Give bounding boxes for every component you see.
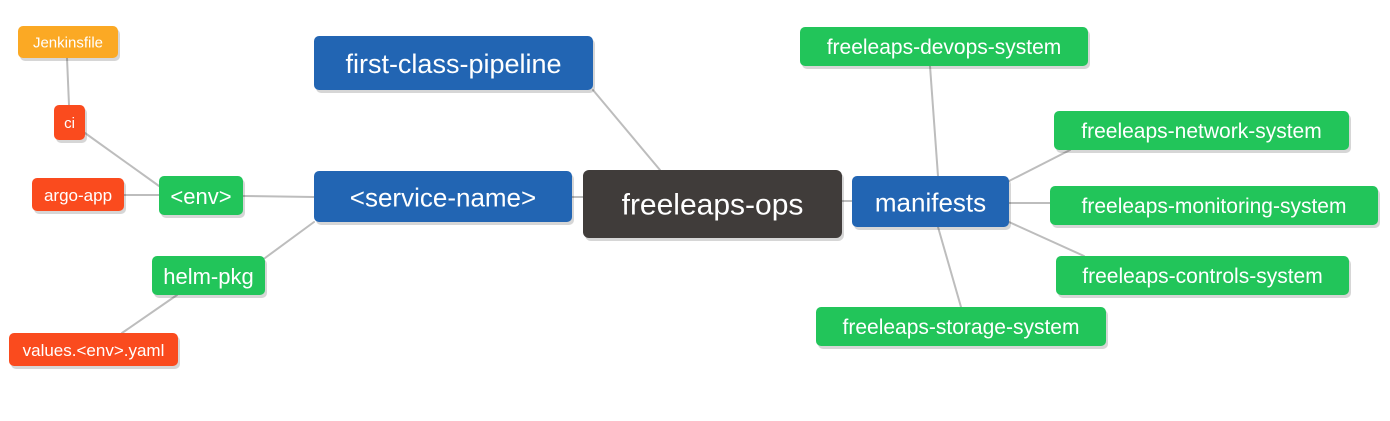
edge-manifests-devops (929, 65, 939, 177)
node-box-values-env-yaml[interactable] (9, 333, 178, 366)
node-box-jenkinsfile[interactable] (18, 26, 118, 58)
node-label-freeleaps-controls-system: freeleaps-controls-system (1082, 265, 1322, 288)
node-layer: freeleaps-ops first-class-pipeline <servic… (9, 26, 1380, 369)
node-label-env: <env> (170, 184, 231, 209)
node-freeleaps-controls-system[interactable]: freeleaps-controls-system (1056, 256, 1351, 298)
node-ci[interactable]: ci (54, 105, 87, 143)
node-first-class-pipeline[interactable]: first-class-pipeline (314, 36, 595, 93)
edge-ci-jenkins (66, 57, 70, 106)
node-box-freeleaps-controls-system[interactable] (1056, 256, 1349, 295)
node-box-ci[interactable] (54, 105, 85, 140)
node-manifests[interactable]: manifests (852, 176, 1011, 230)
node-freeleaps-monitoring-system[interactable]: freeleaps-monitoring-system (1050, 186, 1380, 228)
edge-env-ci (84, 132, 160, 187)
node-box-manifests[interactable] (852, 176, 1009, 227)
node-label-freeleaps-ops: freeleaps-ops (622, 189, 804, 222)
node-box-freeleaps-ops[interactable] (583, 170, 842, 238)
node-jenkinsfile[interactable]: Jenkinsfile (18, 26, 120, 61)
node-box-freeleaps-monitoring-system[interactable] (1050, 186, 1378, 225)
edge-service-helm (264, 221, 315, 259)
node-label-freeleaps-network-system: freeleaps-network-system (1081, 120, 1321, 143)
edge-layer (66, 57, 1085, 334)
node-label-first-class-pipeline: first-class-pipeline (345, 49, 561, 79)
node-label-jenkinsfile: Jenkinsfile (33, 35, 103, 52)
edge-helm-values (121, 294, 178, 334)
edge-manifests-storage (937, 226, 962, 308)
node-values-env-yaml[interactable]: values.<env>.yaml (9, 333, 180, 369)
node-label-values-env-yaml: values.<env>.yaml (23, 341, 165, 360)
node-box-freeleaps-network-system[interactable] (1054, 111, 1349, 150)
node-helm-pkg[interactable]: helm-pkg (152, 256, 267, 298)
edge-service-env (242, 195, 315, 198)
node-label-freeleaps-devops-system: freeleaps-devops-system (827, 36, 1062, 59)
node-label-manifests: manifests (875, 188, 986, 218)
node-freeleaps-ops[interactable]: freeleaps-ops (583, 170, 844, 241)
node-label-freeleaps-monitoring-system: freeleaps-monitoring-system (1082, 195, 1347, 218)
node-freeleaps-storage-system[interactable]: freeleaps-storage-system (816, 307, 1108, 349)
node-service-name[interactable]: <service-name> (314, 171, 574, 225)
node-box-freeleaps-devops-system[interactable] (800, 27, 1088, 66)
edge-manifests-controls (1008, 221, 1085, 257)
node-box-env[interactable] (159, 176, 243, 215)
node-box-argo-app[interactable] (32, 178, 124, 211)
node-label-argo-app: argo-app (44, 186, 112, 205)
node-label-service-name: <service-name> (350, 183, 536, 213)
node-argo-app[interactable]: argo-app (32, 178, 126, 214)
node-freeleaps-network-system[interactable]: freeleaps-network-system (1054, 111, 1351, 153)
node-env[interactable]: <env> (159, 176, 245, 218)
node-label-ci: ci (64, 115, 75, 132)
edge-pipeline-ops (592, 89, 661, 171)
node-box-freeleaps-storage-system[interactable] (816, 307, 1106, 346)
node-freeleaps-devops-system[interactable]: freeleaps-devops-system (800, 27, 1090, 69)
node-box-service-name[interactable] (314, 171, 572, 222)
node-label-freeleaps-storage-system: freeleaps-storage-system (843, 316, 1080, 339)
edge-manifests-network (1008, 149, 1071, 182)
node-label-helm-pkg: helm-pkg (163, 264, 253, 289)
node-box-helm-pkg[interactable] (152, 256, 265, 295)
node-box-first-class-pipeline[interactable] (314, 36, 593, 90)
